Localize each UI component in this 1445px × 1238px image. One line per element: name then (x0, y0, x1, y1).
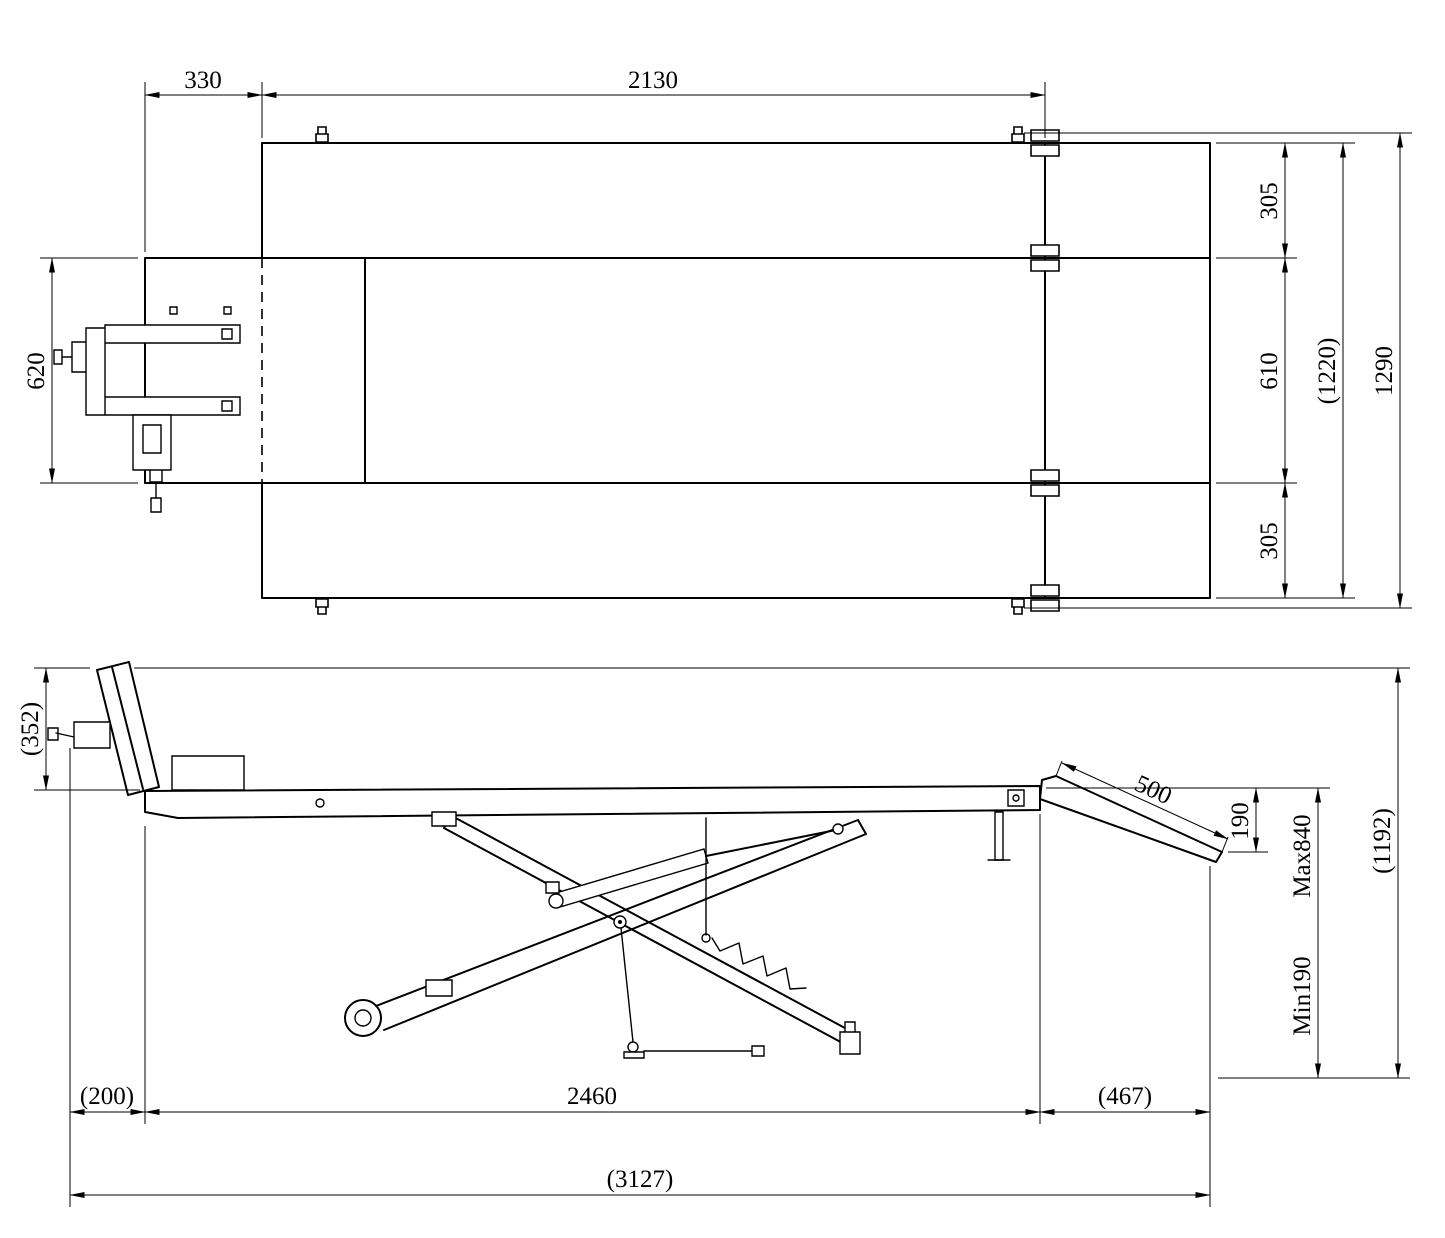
clamp-bolt (61, 356, 157, 499)
top-view-dimensions: 330 2130 620 305 610 305 (1220) 1290 (23, 67, 1412, 609)
pedal-roller (627, 1041, 639, 1053)
link-end (701, 933, 711, 943)
deck-block (171, 755, 245, 791)
ramp-hinge (1007, 789, 1025, 807)
scissor-arm-a (375, 819, 867, 1031)
arm-foot (839, 1021, 861, 1055)
dim-label-305-top: 305 (1256, 182, 1283, 220)
dim-label-min190: Min190 (1289, 956, 1316, 1035)
dim-label-2130: 2130 (628, 67, 678, 94)
hinge-clamps (1030, 129, 1060, 612)
pedal-linkage (620, 927, 634, 1043)
cylinder-rod (705, 829, 837, 857)
mounting-bolts (315, 126, 1025, 615)
arm-upper-bracket (431, 811, 457, 827)
dim-label-330: 330 (184, 67, 222, 94)
pedal-end (751, 1045, 765, 1057)
platform-hole (315, 798, 325, 808)
dim-label-max840: Max840 (1289, 814, 1316, 897)
chock-bracket (47, 721, 111, 749)
dim-label-352: (352) (17, 702, 44, 756)
side-platform (144, 785, 1041, 819)
cylinder-fitting (545, 881, 560, 894)
return-spring (711, 937, 807, 990)
pedal-base (623, 1051, 645, 1059)
dim-label-1220: (1220) (1314, 338, 1341, 405)
side-view-dimensions: (352) 500 190 Max840 Min190 (1192) (200)… (17, 667, 1410, 1207)
cylinder-pin (548, 893, 564, 909)
top-extension-lines (40, 82, 1412, 609)
scissor-arm-b (443, 815, 857, 1047)
front-wheel-chock (47, 661, 245, 796)
wheel-clamp-assembly (53, 306, 241, 513)
dim-label-1290: 1290 (1371, 346, 1398, 396)
dim-label-467: (467) (1098, 1083, 1152, 1110)
arm-tag (425, 979, 453, 997)
chock-bolt (55, 732, 75, 738)
hydraulic-cylinder (555, 848, 709, 908)
loading-ramp (987, 775, 1223, 863)
platform-outline (144, 142, 1211, 599)
support-leg (994, 811, 1004, 861)
center-pivot-pin (618, 920, 622, 924)
dim-label-1192: (1192) (1369, 808, 1396, 874)
dim-label-305-bottom: 305 (1256, 522, 1283, 560)
top-view: 330 2130 620 305 610 305 (1220) 1290 (23, 67, 1412, 615)
side-view: (352) 500 190 Max840 Min190 (1192) (200)… (17, 661, 1410, 1207)
dim-label-500: 500 (1130, 770, 1175, 810)
wheel-stop-block (132, 414, 172, 513)
dim-label-190: 190 (1227, 802, 1254, 840)
dim-label-200: (200) (80, 1083, 134, 1110)
ramp-hinge-pin (1012, 794, 1020, 802)
arm-pivot-hub (354, 1009, 372, 1027)
arm-pivot-wheel (344, 999, 382, 1037)
side-extension-lines (34, 667, 1410, 1207)
scissor-mechanism (344, 811, 867, 1059)
dim-label-2460: 2460 (567, 1083, 617, 1110)
rod-clevis (832, 823, 844, 835)
ramp-body (1039, 775, 1223, 863)
chock-post (96, 661, 160, 796)
clamp-arms (53, 306, 241, 416)
dim-label-3127: (3127) (607, 1166, 674, 1193)
dim-label-620: 620 (23, 352, 50, 390)
dim-line-500 (1061, 762, 1229, 840)
dim-label-610: 610 (1256, 352, 1283, 390)
